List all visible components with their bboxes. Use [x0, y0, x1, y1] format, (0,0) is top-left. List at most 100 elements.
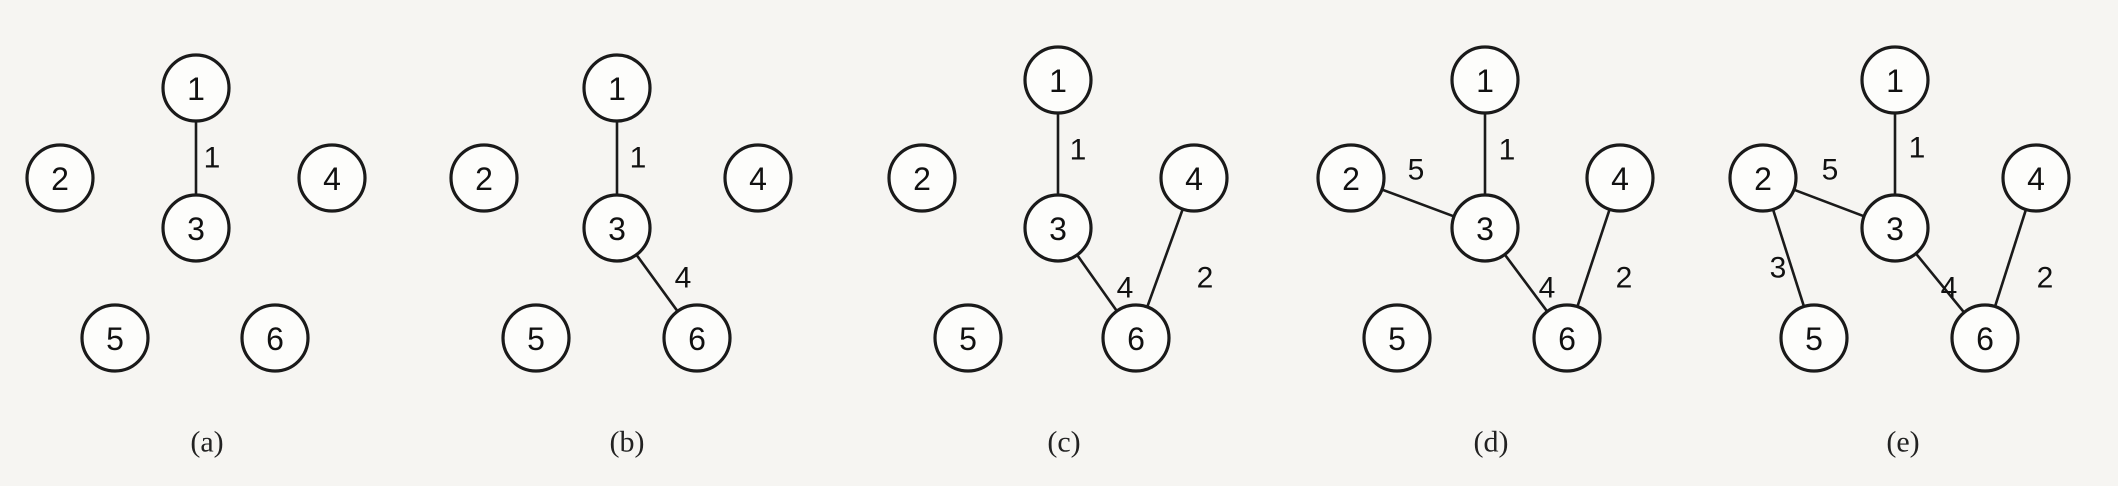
- node-label: 6: [1558, 321, 1576, 357]
- node-circle: [1101, 303, 1171, 373]
- edge-weight-label: 2: [2037, 262, 2054, 295]
- node-label: 5: [959, 321, 977, 357]
- node-circle: [887, 143, 957, 213]
- panel-label: (c): [1047, 426, 1080, 459]
- node-circle: [1860, 45, 1930, 115]
- graph-node-3: 3: [1450, 193, 1520, 263]
- edge-6-4: [1576, 208, 1611, 308]
- edge-2-5: [1771, 209, 1806, 307]
- node-circle: [723, 143, 793, 213]
- edge-weight-label: 4: [675, 262, 692, 295]
- edge-weight-label: 5: [1822, 154, 1839, 187]
- graph-node-3: 3: [1023, 193, 1093, 263]
- edge-6-4: [1993, 209, 2028, 307]
- node-label: 1: [1886, 63, 1904, 99]
- edge-weight-label: 4: [1117, 272, 1134, 305]
- edge-weight-label: 2: [1197, 262, 1214, 295]
- node-circle: [582, 193, 652, 263]
- node-circle: [1159, 143, 1229, 213]
- edge-3-6: [1076, 254, 1118, 312]
- graph-node-3: 3: [582, 193, 652, 263]
- node-label: 3: [1886, 211, 1904, 247]
- node-circle: [240, 303, 310, 373]
- node-label: 2: [913, 161, 931, 197]
- node-circle: [1585, 143, 1655, 213]
- graph-node-5: 5: [933, 303, 1003, 373]
- node-label: 4: [323, 161, 341, 197]
- node-label: 6: [688, 321, 706, 357]
- panel-label: (e): [1886, 426, 1919, 459]
- edge-weight-label: 4: [1941, 272, 1958, 305]
- node-label: 5: [106, 321, 124, 357]
- node-label: 2: [1754, 161, 1772, 197]
- graph-node-6: 6: [1950, 303, 2020, 373]
- graph-node-5: 5: [1362, 303, 1432, 373]
- node-circle: [297, 143, 367, 213]
- graph-node-2: 2: [449, 143, 519, 213]
- graph-node-2: 2: [1316, 143, 1386, 213]
- node-circle: [1316, 143, 1386, 213]
- node-circle: [1950, 303, 2020, 373]
- node-circle: [1023, 193, 1093, 263]
- panel-label: (d): [1474, 426, 1509, 459]
- node-label: 3: [187, 211, 205, 247]
- node-label: 2: [475, 161, 493, 197]
- graph-node-5: 5: [501, 303, 571, 373]
- node-circle: [1532, 303, 1602, 373]
- node-circle: [80, 303, 150, 373]
- node-label: 1: [1049, 63, 1067, 99]
- graph-node-5: 5: [1779, 303, 1849, 373]
- graph-node-1: 1: [161, 53, 231, 123]
- edge-3-6: [1914, 252, 1966, 314]
- node-circle: [25, 143, 95, 213]
- node-circle: [501, 303, 571, 373]
- graph-node-6: 6: [1532, 303, 1602, 373]
- edge-weight-label: 1: [1499, 134, 1516, 167]
- graph-node-6: 6: [240, 303, 310, 373]
- node-circle: [1779, 303, 1849, 373]
- edge-weight-label: 3: [1770, 252, 1787, 285]
- node-circle: [1860, 193, 1930, 263]
- panel-label: (a): [190, 426, 223, 459]
- node-label: 1: [608, 71, 626, 107]
- edge-weight-label: 1: [630, 142, 647, 175]
- node-label: 4: [749, 161, 767, 197]
- graph-node-2: 2: [887, 143, 957, 213]
- node-circle: [449, 143, 519, 213]
- graph-node-6: 6: [1101, 303, 1171, 373]
- edge-weight-label: 1: [204, 142, 221, 175]
- graph-node-4: 4: [297, 143, 367, 213]
- node-circle: [662, 303, 732, 373]
- node-label: 3: [608, 211, 626, 247]
- edge-weight-label: 4: [1539, 272, 1556, 305]
- node-circle: [1728, 143, 1798, 213]
- node-label: 4: [1185, 161, 1203, 197]
- node-circle: [1450, 193, 1520, 263]
- node-label: 5: [1805, 321, 1823, 357]
- node-label: 6: [266, 321, 284, 357]
- graph-node-6: 6: [662, 303, 732, 373]
- node-label: 5: [1388, 321, 1406, 357]
- edge-weight-label: 1: [1070, 134, 1087, 167]
- graph-node-4: 4: [1585, 143, 1655, 213]
- node-label: 4: [2027, 161, 2045, 197]
- node-circle: [2001, 143, 2071, 213]
- node-label: 4: [1611, 161, 1629, 197]
- graph-node-4: 4: [2001, 143, 2071, 213]
- node-circle: [582, 53, 652, 123]
- edge-weight-label: 2: [1616, 262, 1633, 295]
- graph-node-1: 1: [582, 53, 652, 123]
- node-label: 3: [1049, 211, 1067, 247]
- panel-label: (b): [610, 426, 645, 459]
- node-circle: [933, 303, 1003, 373]
- node-circle: [1450, 45, 1520, 115]
- edge-2-3: [1793, 188, 1865, 218]
- graph-node-2: 2: [25, 143, 95, 213]
- node-label: 2: [1342, 161, 1360, 197]
- edge-6-4: [1146, 208, 1184, 308]
- graph-node-3: 3: [1860, 193, 1930, 263]
